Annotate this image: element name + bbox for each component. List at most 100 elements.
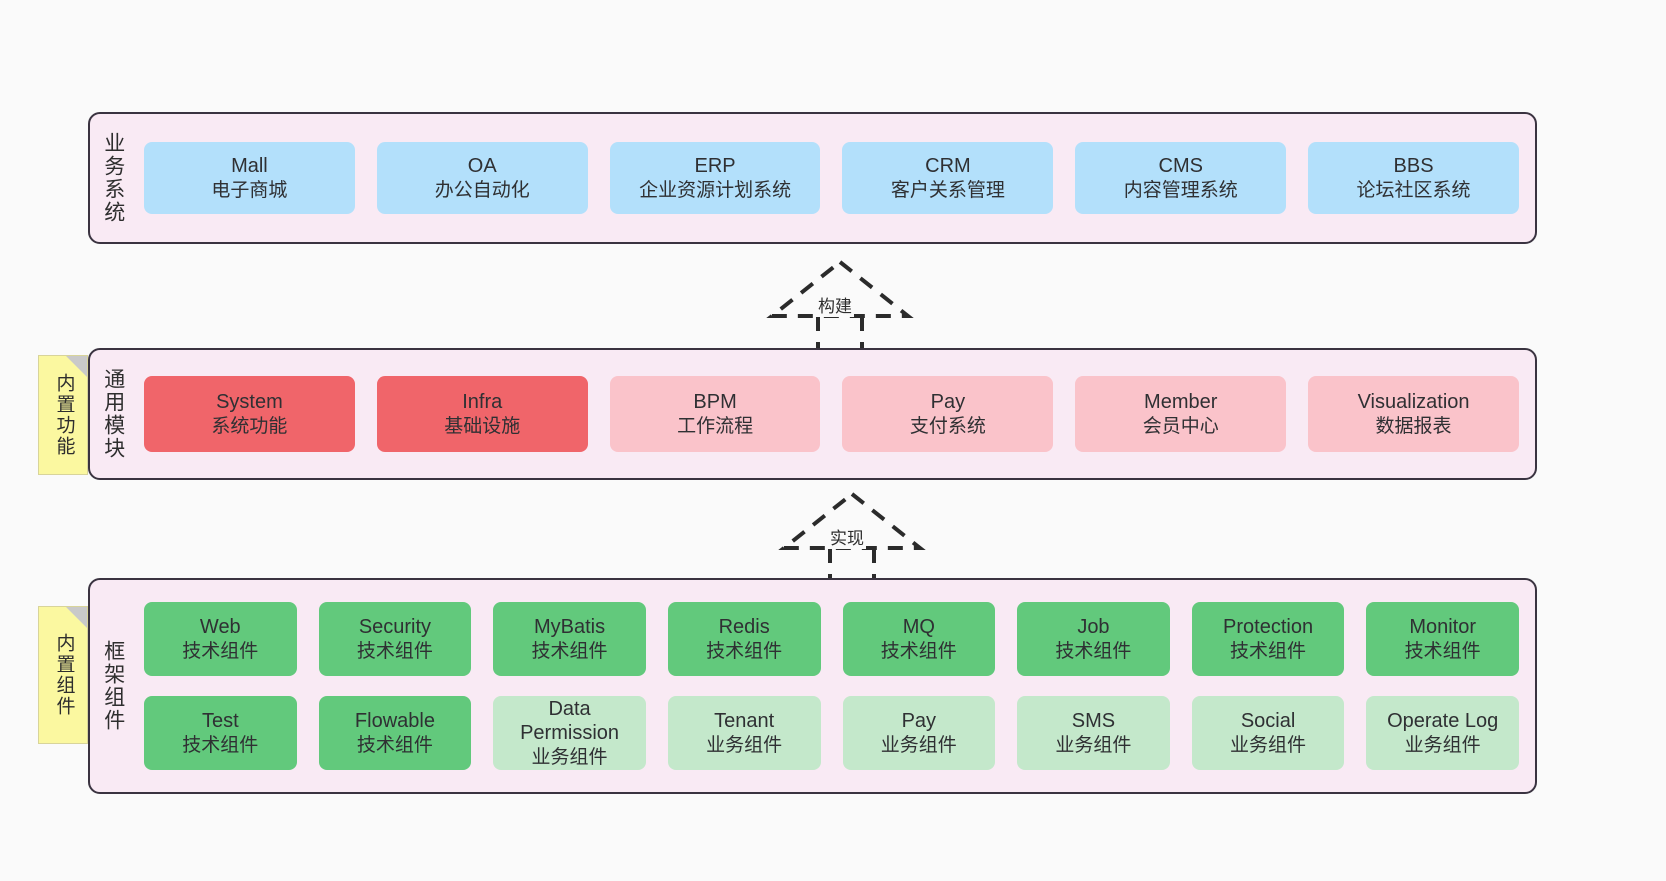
card-title-cn: 技术组件 — [1055, 640, 1132, 662]
card-sms[interactable]: SMS 业务组件 — [1017, 696, 1170, 770]
card-title-en: Pay — [930, 391, 966, 414]
connector-label-implement: 实现 — [828, 529, 866, 549]
card-oa[interactable]: OA 办公自动化 — [376, 142, 588, 214]
card-job[interactable]: Job 技术组件 — [1017, 602, 1170, 676]
card-row: Web 技术组件 Security 技术组件 MyBatis 技术组件 Redi… — [144, 602, 1519, 676]
card-security[interactable]: Security 技术组件 — [318, 602, 472, 676]
card-title-cn: 办公自动化 — [434, 179, 530, 201]
layer-body-common-modules: System 系统功能 Infra 基础设施 BPM 工作流程 Pay 支付系统… — [136, 350, 1535, 478]
card-title-en: Member — [1144, 391, 1218, 414]
card-flowable[interactable]: Flowable 技术组件 — [318, 696, 472, 770]
card-title-cn: 业务组件 — [1404, 734, 1481, 756]
connector-build: 构建 — [760, 258, 920, 356]
connector-implement: 实现 — [772, 490, 932, 588]
card-title-en: Monitor — [1409, 616, 1477, 639]
card-title-en: OA — [467, 155, 497, 178]
card-title-en: Data Permission — [520, 698, 620, 745]
card-web[interactable]: Web 技术组件 — [144, 602, 297, 676]
card-title-en: Job — [1077, 616, 1110, 639]
card-title-cn: 技术组件 — [706, 640, 783, 662]
card-pay-module[interactable]: Pay 支付系统 — [842, 376, 1054, 452]
card-crm[interactable]: CRM 客户关系管理 — [842, 142, 1054, 214]
sticky-note-builtin-features: 内置功能 — [38, 355, 88, 475]
connector-label-build: 构建 — [816, 297, 854, 317]
card-title-cn: 数据报表 — [1375, 415, 1452, 437]
layer-body-framework-components: Web 技术组件 Security 技术组件 MyBatis 技术组件 Redi… — [136, 580, 1535, 792]
sticky-note-builtin-components: 内置组件 — [38, 606, 88, 744]
card-system[interactable]: System 系统功能 — [144, 376, 355, 452]
card-title-cn: 系统功能 — [211, 415, 288, 437]
card-mybatis[interactable]: MyBatis 技术组件 — [493, 602, 646, 676]
card-mq[interactable]: MQ 技术组件 — [842, 602, 996, 676]
card-title-en: Infra — [462, 391, 503, 414]
card-title-en: Tenant — [714, 710, 775, 733]
card-title-en: Web — [199, 616, 241, 639]
card-title-cn: 技术组件 — [880, 640, 957, 662]
layer-title-framework-components: 框架组件 — [101, 640, 125, 732]
card-title-cn: 技术组件 — [356, 734, 433, 756]
card-title-cn: 基础设施 — [444, 415, 521, 437]
card-data-permission[interactable]: Data Permission 业务组件 — [493, 696, 646, 770]
card-title-en: Security — [358, 616, 432, 639]
card-title-en: Test — [201, 710, 239, 733]
card-title-en: System — [216, 391, 283, 414]
layer-framework-components[interactable]: 框架组件 Web 技术组件 Security 技术组件 MyBatis 技术组件… — [88, 578, 1537, 794]
card-title-en: Protection — [1223, 616, 1314, 639]
card-title-cn: 工作流程 — [677, 415, 754, 437]
card-bpm[interactable]: BPM 工作流程 — [609, 376, 821, 452]
card-title-cn: 技术组件 — [531, 640, 608, 662]
card-title-en: Visualization — [1357, 391, 1470, 414]
card-title-cn: 业务组件 — [531, 746, 608, 768]
card-title-cn: 支付系统 — [909, 415, 986, 437]
card-title-cn: 客户关系管理 — [890, 179, 1005, 201]
card-title-cn: 技术组件 — [182, 640, 259, 662]
card-title-en: CRM — [925, 155, 971, 178]
card-title-en: Pay — [901, 710, 937, 733]
card-social[interactable]: Social 业务组件 — [1191, 696, 1345, 770]
layer-title-business-systems: 业务系统 — [101, 132, 125, 224]
card-protection[interactable]: Protection 技术组件 — [1191, 602, 1345, 676]
card-bbs[interactable]: BBS 论坛社区系统 — [1308, 142, 1519, 214]
card-row: Test 技术组件 Flowable 技术组件 Data Permission … — [144, 696, 1519, 770]
card-row: Mall 电子商城 OA 办公自动化 ERP 企业资源计划系统 CRM 客户关系… — [144, 142, 1519, 214]
card-infra[interactable]: Infra 基础设施 — [376, 376, 588, 452]
layer-title-common-modules: 通用模块 — [101, 368, 125, 460]
card-title-cn: 内容管理系统 — [1123, 179, 1238, 201]
card-title-cn: 论坛社区系统 — [1356, 179, 1471, 201]
card-erp[interactable]: ERP 企业资源计划系统 — [609, 142, 821, 214]
layer-body-business-systems: Mall 电子商城 OA 办公自动化 ERP 企业资源计划系统 CRM 客户关系… — [136, 114, 1535, 242]
card-title-en: SMS — [1071, 710, 1116, 733]
card-title-en: Social — [1240, 710, 1296, 733]
card-title-cn: 技术组件 — [356, 640, 433, 662]
card-mall[interactable]: Mall 电子商城 — [144, 142, 355, 214]
card-cms[interactable]: CMS 内容管理系统 — [1075, 142, 1287, 214]
card-title-cn: 电子商城 — [211, 179, 288, 201]
card-title-en: MyBatis — [534, 616, 606, 639]
card-title-en: MQ — [902, 616, 935, 639]
card-title-en: CMS — [1158, 155, 1203, 178]
card-title-cn: 技术组件 — [182, 734, 259, 756]
card-operate-log[interactable]: Operate Log 业务组件 — [1366, 696, 1519, 770]
card-title-cn: 业务组件 — [1230, 734, 1307, 756]
card-title-cn: 技术组件 — [1230, 640, 1307, 662]
card-test[interactable]: Test 技术组件 — [144, 696, 297, 770]
layer-business-systems[interactable]: 业务系统 Mall 电子商城 OA 办公自动化 ERP 企业资源计划系统 CRM… — [88, 112, 1537, 244]
card-pay-component[interactable]: Pay 业务组件 — [842, 696, 996, 770]
card-title-en: Mall — [231, 155, 268, 178]
card-visualization[interactable]: Visualization 数据报表 — [1308, 376, 1519, 452]
card-title-en: ERP — [694, 155, 736, 178]
card-monitor[interactable]: Monitor 技术组件 — [1366, 602, 1519, 676]
card-title-cn: 业务组件 — [1055, 734, 1132, 756]
card-title-cn: 企业资源计划系统 — [639, 179, 792, 201]
card-title-en: Redis — [718, 616, 770, 639]
card-redis[interactable]: Redis 技术组件 — [667, 602, 821, 676]
card-title-cn: 业务组件 — [706, 734, 783, 756]
card-tenant[interactable]: Tenant 业务组件 — [667, 696, 821, 770]
card-title-en: BBS — [1393, 155, 1434, 178]
card-title-cn: 业务组件 — [880, 734, 957, 756]
card-member[interactable]: Member 会员中心 — [1075, 376, 1287, 452]
layer-common-modules[interactable]: 通用模块 System 系统功能 Infra 基础设施 BPM 工作流程 Pay… — [88, 348, 1537, 480]
card-title-en: Flowable — [354, 710, 435, 733]
card-title-cn: 会员中心 — [1142, 415, 1219, 437]
